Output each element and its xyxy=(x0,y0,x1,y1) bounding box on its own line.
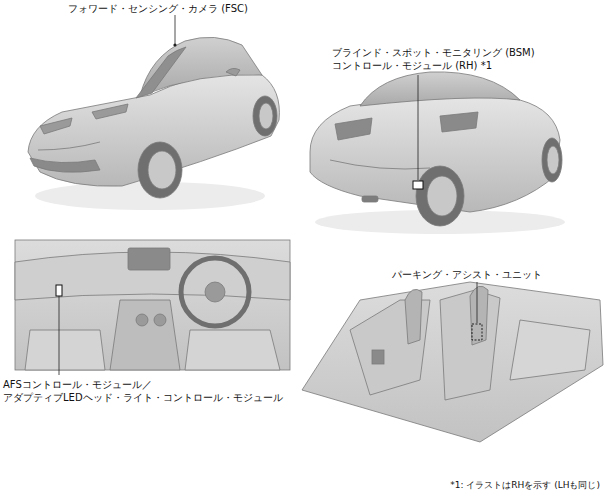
rear-car xyxy=(310,72,565,234)
afs-module-mark xyxy=(56,285,62,296)
label-line: *1: イラストはRHを示す (LHも同じ) xyxy=(450,479,600,492)
label-line: ブラインド・スポット・モニタリング (BSM) xyxy=(332,46,535,59)
label-line: パーキング・アシスト・ユニット xyxy=(392,268,542,281)
label-line: コントロール・モジュール (RH) *1 xyxy=(332,59,535,72)
leader-line xyxy=(477,282,478,323)
part-label: ブラインド・スポット・モニタリング (BSM) コントロール・モジュール (RH… xyxy=(332,46,535,72)
footnote: *1: イラストはRHを示す (LHも同じ) xyxy=(450,479,600,492)
cabin-view xyxy=(302,282,603,442)
bsm-module-mark xyxy=(413,181,423,189)
leader-line xyxy=(418,75,419,180)
label-line: アダプティブLEDヘッド・ライト・コントロール・モジュール xyxy=(3,391,283,404)
part-label: パーキング・アシスト・ユニット xyxy=(392,268,542,281)
label-line: フォワード・センシング・カメラ (FSC) xyxy=(68,2,248,15)
dashboard-view xyxy=(15,240,290,370)
leader-line xyxy=(59,296,60,375)
parking-assist-mark xyxy=(472,324,482,340)
part-label: フォワード・センシング・カメラ (FSC) xyxy=(68,2,248,15)
front-car xyxy=(28,37,279,210)
leader-dot xyxy=(173,43,176,46)
part-label: AFSコントロール・モジュール／ アダプティブLEDヘッド・ライト・コントロール… xyxy=(3,378,283,404)
leader-line xyxy=(175,15,176,44)
label-line: AFSコントロール・モジュール／ xyxy=(3,378,283,391)
